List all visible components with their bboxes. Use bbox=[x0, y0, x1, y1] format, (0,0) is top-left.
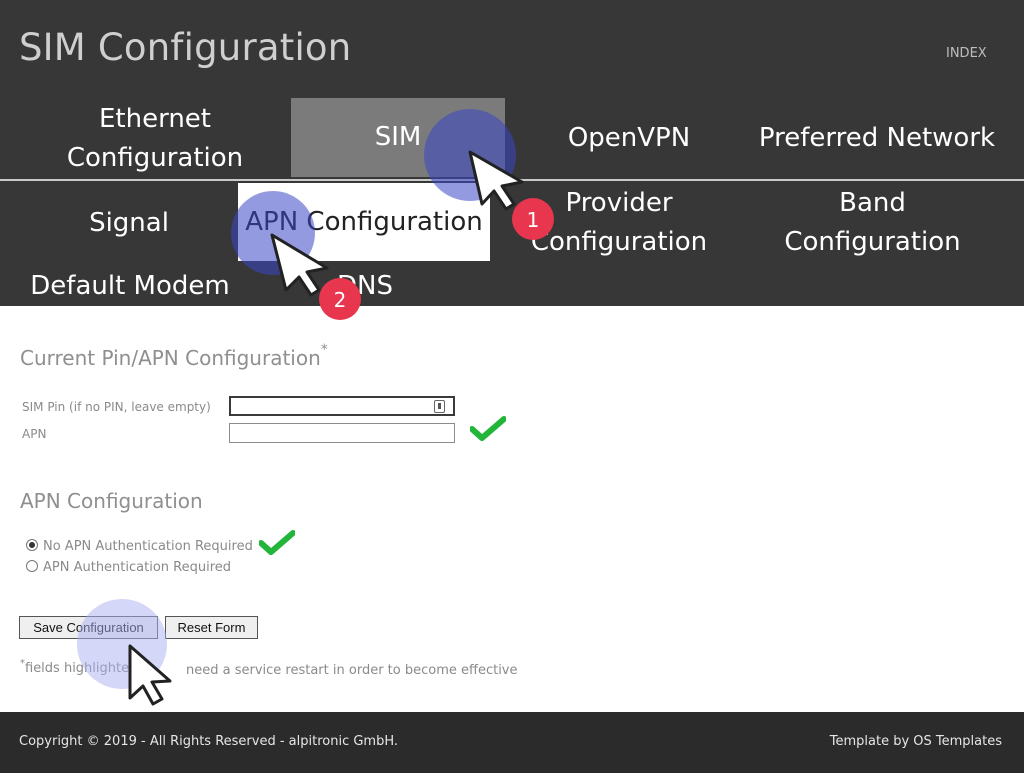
copyright-text: Copyright © 2019 - All Rights Reserved -… bbox=[19, 734, 399, 749]
apn-option-check-icon bbox=[259, 530, 295, 555]
reset-form-button[interactable]: Reset Form bbox=[165, 616, 258, 639]
restart-note-left: *fields highlighte bbox=[20, 658, 130, 676]
radio-apn-auth[interactable] bbox=[26, 560, 38, 572]
radio-no-apn-auth[interactable] bbox=[26, 539, 38, 551]
nav-preferred-network[interactable]: Preferred Network bbox=[758, 122, 996, 153]
nav-apn-configuration[interactable]: APN Configuration bbox=[238, 183, 490, 261]
nav-dns[interactable]: DNS bbox=[337, 270, 393, 301]
apn-label: APN bbox=[22, 427, 47, 441]
nav-signal[interactable]: Signal bbox=[89, 207, 169, 238]
nav-default-modem[interactable]: Default Modem bbox=[30, 270, 230, 301]
header: SIM Configuration INDEX Ethernet Configu… bbox=[0, 0, 1024, 306]
radio-no-apn-auth-label[interactable]: No APN Authentication Required bbox=[43, 539, 253, 554]
sim-pin-label: SIM Pin (if no PIN, leave empty) bbox=[22, 400, 211, 414]
template-credit-link[interactable]: Template by OS Templates bbox=[829, 734, 1002, 749]
apn-config-heading: APN Configuration bbox=[20, 489, 203, 513]
nav-provider-configuration[interactable]: Provider Configuration bbox=[530, 188, 708, 257]
page-title: SIM Configuration bbox=[19, 26, 352, 69]
nav-band-configuration[interactable]: Band Configuration bbox=[784, 188, 961, 257]
password-manager-icon[interactable] bbox=[434, 400, 445, 413]
sim-pin-input[interactable] bbox=[229, 396, 455, 416]
restart-note-right: need a service restart in order to becom… bbox=[186, 663, 518, 678]
nav-divider bbox=[0, 179, 1024, 181]
save-configuration-button[interactable]: Save Configuration bbox=[19, 616, 158, 639]
apn-valid-check-icon bbox=[470, 416, 506, 441]
footer: Copyright © 2019 - All Rights Reserved -… bbox=[0, 712, 1024, 773]
nav-ethernet-configuration[interactable]: Ethernet Configuration bbox=[66, 104, 244, 173]
pin-apn-heading: Current Pin/APN Configuration* bbox=[20, 342, 328, 370]
index-link[interactable]: INDEX bbox=[946, 46, 987, 61]
main-content: Current Pin/APN Configuration* SIM Pin (… bbox=[0, 306, 1024, 712]
apn-input[interactable] bbox=[229, 423, 455, 443]
nav-sim[interactable]: SIM bbox=[291, 98, 505, 177]
nav-openvpn[interactable]: OpenVPN bbox=[567, 122, 691, 153]
radio-apn-auth-label[interactable]: APN Authentication Required bbox=[43, 560, 232, 575]
